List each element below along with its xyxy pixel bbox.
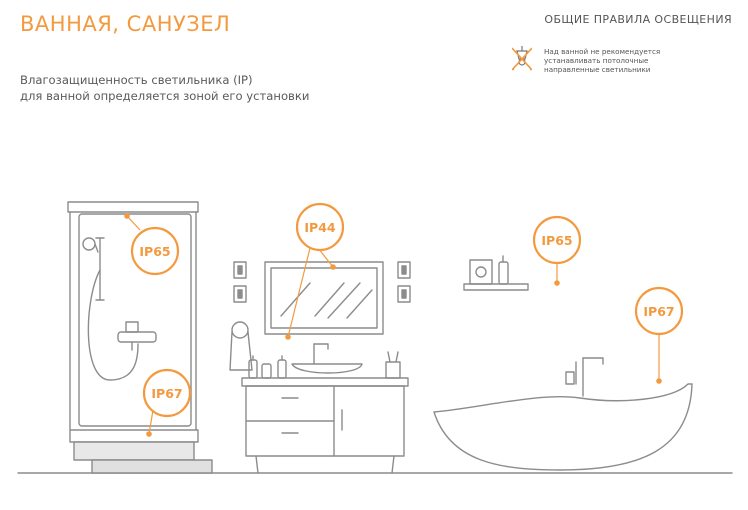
ip-label-wall-shelf: IP65 — [541, 233, 572, 248]
ip-badge-shower-bottom: IP67 — [142, 368, 192, 418]
crossed-ceiling-lamp-icon — [512, 46, 532, 71]
lighting-rules-heading: ОБЩИЕ ПРАВИЛА ОСВЕЩЕНИЯ — [544, 13, 732, 26]
rule-text: Над ванной не рекомендуется устанавливат… — [544, 47, 660, 74]
page-subtitle: Влагозащищенность светильника (IP) для в… — [20, 72, 400, 104]
ip-label-shower-bottom: IP67 — [151, 386, 182, 401]
page-title: ВАННАЯ, САНУЗЕЛ — [20, 12, 231, 36]
bathtub-icon — [433, 357, 693, 471]
sink-icon — [291, 343, 363, 374]
wall-light-left-icon — [233, 261, 247, 303]
towel-holder-icon — [229, 321, 253, 371]
ip-badge-shower-top: IP65 — [130, 226, 180, 276]
vanity-cabinet-icon — [241, 377, 409, 474]
mirror-icon — [264, 261, 384, 335]
shower-cabin-icon — [67, 201, 213, 474]
rule-line-2: устанавливать потолочные — [544, 56, 649, 65]
lighting-rule: Над ванной не рекомендуется устанавливат… — [512, 46, 742, 86]
wall-shelf-icon — [463, 255, 529, 291]
subtitle-line-1: Влагозащищенность светильника (IP) — [20, 73, 253, 87]
ip-badge-wall-shelf: IP65 — [532, 215, 582, 265]
ip-label-bathtub: IP67 — [643, 304, 674, 319]
ip-badge-mirror: IP44 — [295, 202, 345, 252]
ip-badge-bathtub: IP67 — [634, 286, 684, 336]
toiletries-icon — [248, 355, 287, 379]
toothbrush-cup-icon — [385, 351, 401, 379]
rule-line-3: направленные светильники — [544, 65, 651, 74]
ip-label-mirror: IP44 — [304, 220, 336, 235]
subtitle-line-2: для ванной определяется зоной его устано… — [20, 89, 310, 103]
wall-light-right-icon — [397, 261, 411, 303]
rule-line-1: Над ванной не рекомендуется — [544, 47, 661, 56]
ip-label-shower-top: IP65 — [139, 244, 170, 259]
